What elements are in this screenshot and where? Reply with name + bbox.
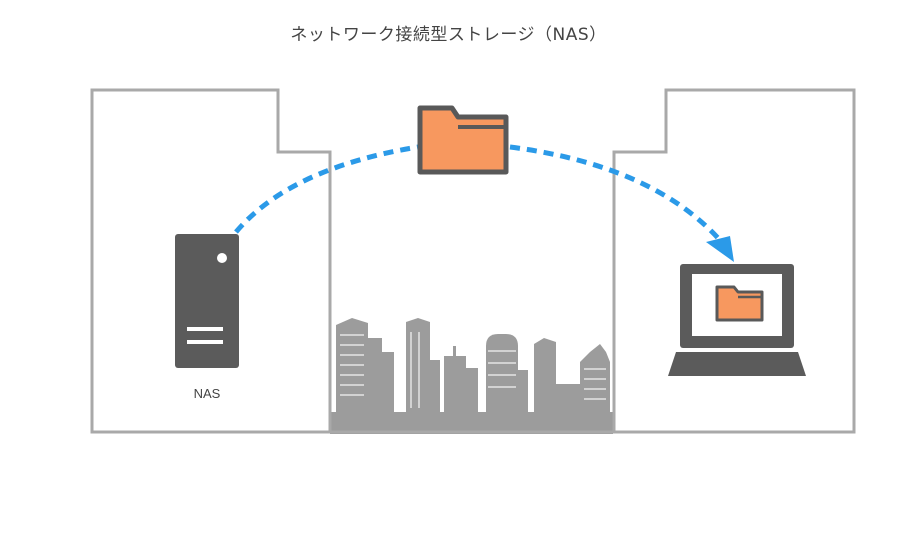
right-building-outline (612, 88, 856, 434)
arrow-head-icon (706, 236, 734, 262)
folder-icon (417, 105, 509, 175)
skyline-windows (340, 332, 606, 408)
transfer-path-right (509, 144, 720, 240)
laptop-folder-icon (715, 285, 764, 322)
diagram-title: ネットワーク接続型ストレージ（NAS） (290, 25, 607, 45)
server-icon (175, 234, 239, 368)
city-skyline (330, 318, 613, 434)
transfer-path-left (234, 144, 419, 234)
nas-label: NAS (194, 386, 221, 401)
